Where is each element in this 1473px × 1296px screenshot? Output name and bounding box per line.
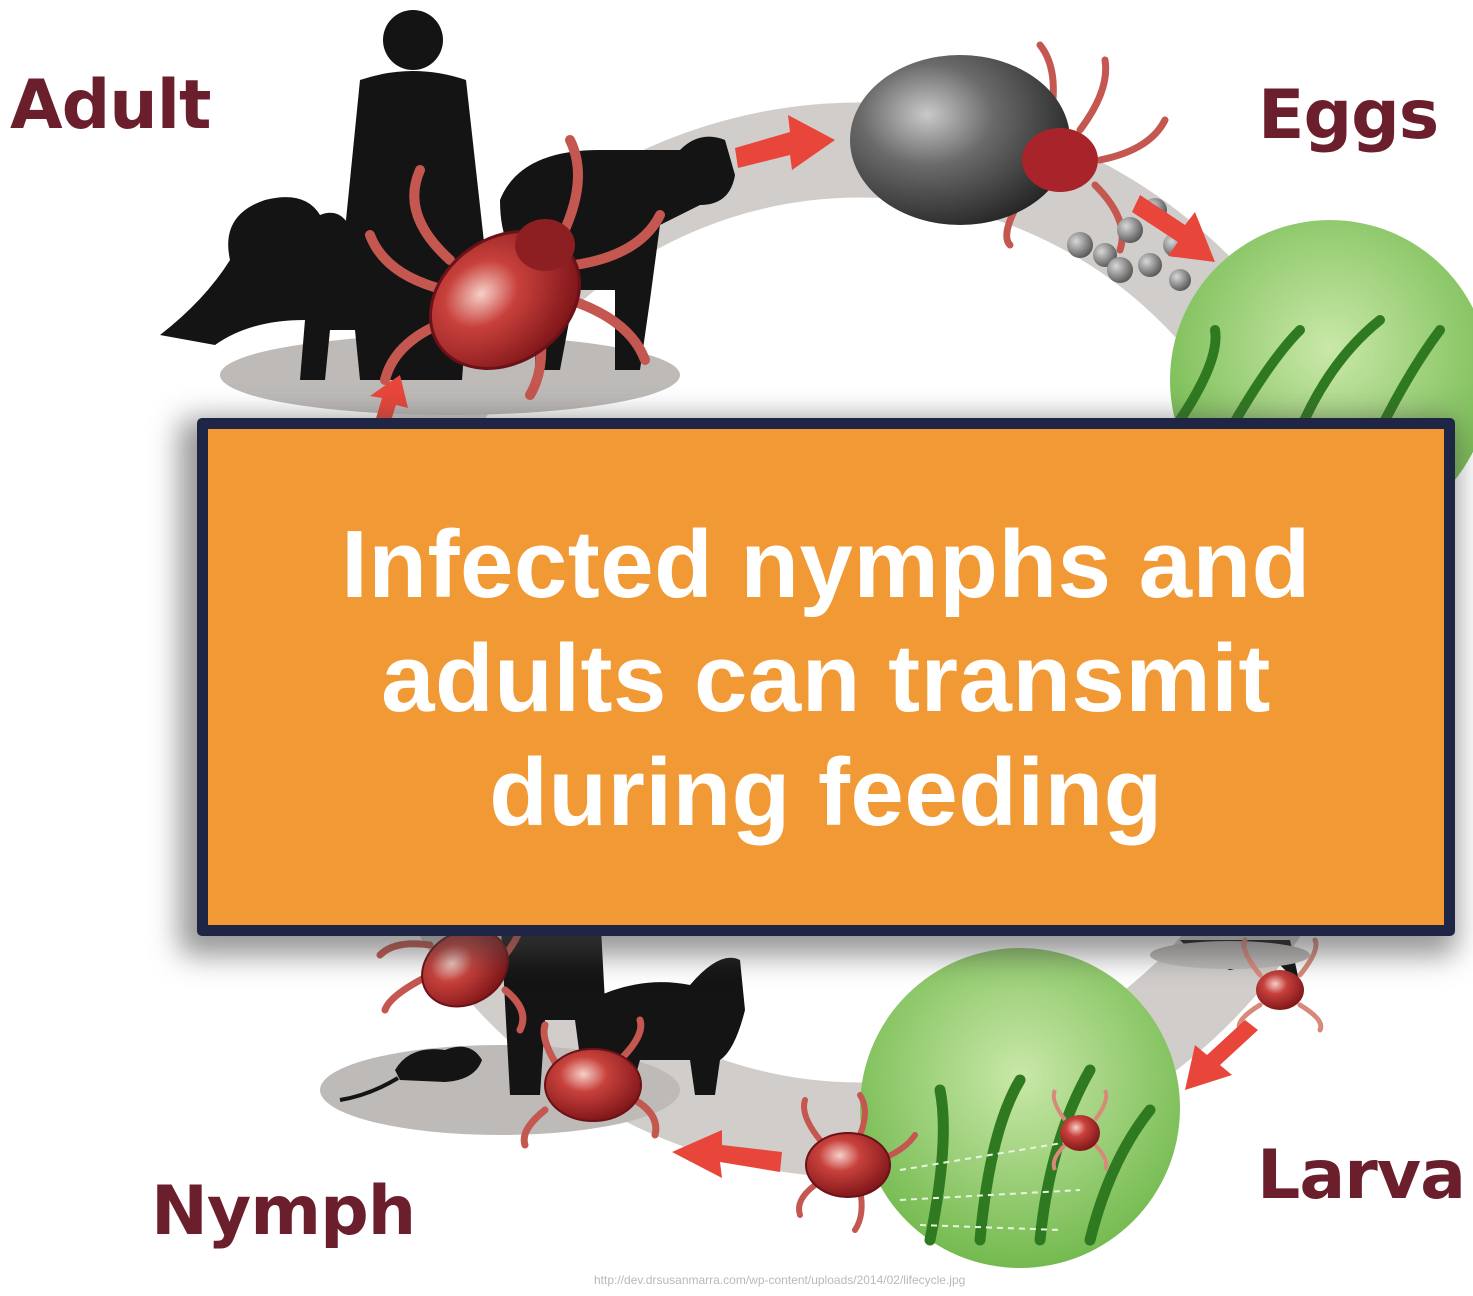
callout-box: Infected nymphs and adults can transmit … xyxy=(197,418,1455,936)
stage-label-larva: Larva xyxy=(1257,1142,1465,1210)
stage-label-adult: Adult xyxy=(10,72,211,140)
stage-label-nymph: Nymph xyxy=(151,1178,415,1246)
larva-host-shadow xyxy=(1150,941,1310,969)
engorged-tick-icon xyxy=(850,45,1165,250)
grass-circle-bottom xyxy=(860,948,1180,1268)
stage-label-eggs: Eggs xyxy=(1258,82,1438,150)
image-source-url: http://dev.drsusanmarra.com/wp-content/u… xyxy=(594,1273,965,1287)
callout-text: Infected nymphs and adults can transmit … xyxy=(226,508,1426,850)
